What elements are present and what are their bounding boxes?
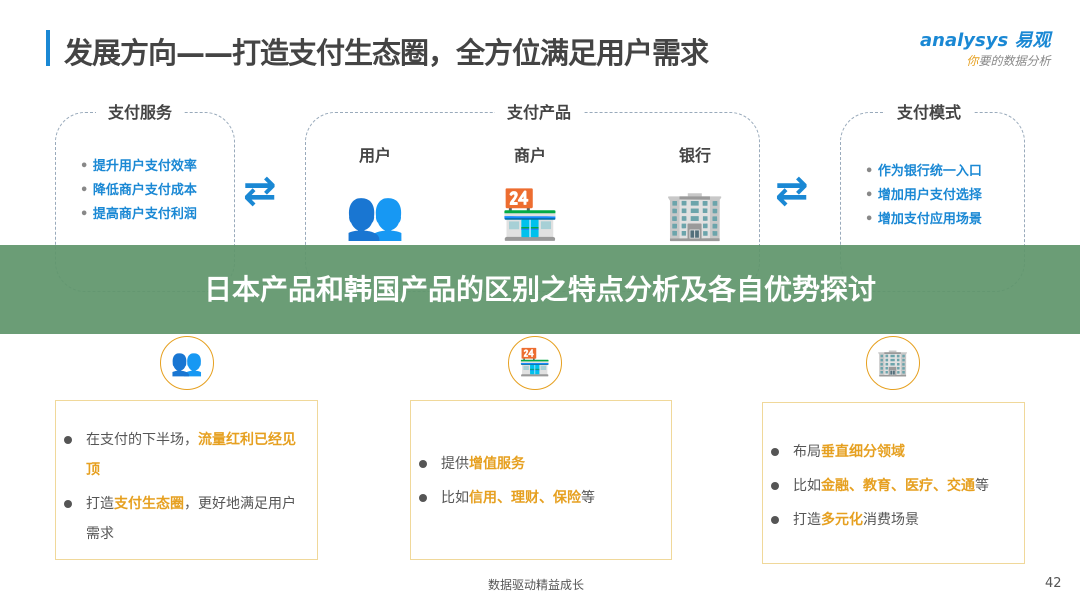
payment-service-title: 支付服务: [96, 99, 185, 123]
highlight-text: 流量红利已经见顶: [86, 432, 296, 478]
column-bank: 银行🏢: [660, 142, 730, 243]
building-icon: 🏢: [866, 336, 920, 390]
list-item: 打造支付生态圈，更好地满足用户需求: [64, 489, 307, 549]
footer-slogan: 数据驱动精益成长: [488, 578, 585, 592]
shop-icon: 🏪: [500, 187, 560, 243]
list-item: 布局垂直细分领域: [771, 437, 1014, 467]
text: 等: [975, 478, 989, 494]
highlight-text: 增值服务: [469, 456, 525, 472]
column-user: 用户👥: [340, 142, 410, 243]
list-item: 降低商户支付成本: [80, 179, 197, 203]
title-accent-bar: [46, 30, 50, 66]
exchange-arrows-icon: ⇄: [243, 168, 277, 214]
column-merchant: 商户🏪: [495, 142, 565, 243]
shop-icon: 🏪: [508, 336, 562, 390]
text: ，更好地满足用户需求: [86, 496, 296, 542]
text: 提供: [441, 456, 469, 472]
highlight-text: 多元化: [821, 512, 863, 528]
list-item: 提供增值服务: [419, 449, 661, 479]
highlight-text: 支付生态圈: [114, 496, 184, 512]
card-merchant: 提供增值服务比如信用、理财、保险等: [410, 400, 672, 560]
list-item: 比如金融、教育、医疗、交通等: [771, 471, 1014, 501]
page-title: 发展方向——打造支付生态圈，全方位满足用户需求: [64, 36, 709, 70]
logo: analysys 易观 你要的数据分析: [920, 26, 1050, 69]
highlight-text: 信用、理财、保险: [469, 490, 581, 506]
payment-product-title: 支付产品: [495, 99, 584, 123]
card-user: 在支付的下半场，流量红利已经见顶打造支付生态圈，更好地满足用户需求: [55, 400, 318, 560]
users-icon: 👥: [345, 187, 405, 243]
list-item: 增加用户支付选择: [865, 184, 982, 208]
exchange-arrows-icon: ⇄: [775, 168, 809, 214]
list-item: 打造多元化消费场景: [771, 505, 1014, 535]
list-item: 提升用户支付效率: [80, 155, 197, 179]
text: 消费场景: [863, 512, 919, 528]
payment-service-list: 提升用户支付效率 降低商户支付成本 提高商户支付利润: [80, 155, 197, 227]
building-icon: 🏢: [665, 187, 725, 243]
text: 等: [581, 490, 595, 506]
logo-brand: analysys 易观: [920, 30, 1051, 51]
list-item: 在支付的下半场，流量红利已经见顶: [64, 425, 307, 485]
payment-mode-list: 作为银行统一入口 增加用户支付选择 增加支付应用场景: [865, 160, 982, 232]
payment-mode-title: 支付模式: [885, 99, 974, 123]
users-icon: 👥: [160, 336, 214, 390]
page-number: 42: [1045, 576, 1062, 591]
logo-tagline: 你要的数据分析: [966, 54, 1051, 68]
text: 比如: [441, 490, 469, 506]
text: 打造: [793, 512, 821, 528]
text: 打造: [86, 496, 114, 512]
text: 布局: [793, 444, 821, 460]
list-item: 增加支付应用场景: [865, 208, 982, 232]
text: 在支付的下半场，: [86, 432, 198, 448]
overlay-banner: 日本产品和韩国产品的区别之特点分析及各自优势探讨: [0, 245, 1080, 334]
list-item: 比如信用、理财、保险等: [419, 483, 661, 513]
list-item: 作为银行统一入口: [865, 160, 982, 184]
card-bank: 布局垂直细分领域比如金融、教育、医疗、交通等打造多元化消费场景: [762, 402, 1025, 564]
highlight-text: 金融、教育、医疗、交通: [821, 478, 975, 494]
highlight-text: 垂直细分领域: [821, 444, 905, 460]
list-item: 提高商户支付利润: [80, 203, 197, 227]
text: 比如: [793, 478, 821, 494]
